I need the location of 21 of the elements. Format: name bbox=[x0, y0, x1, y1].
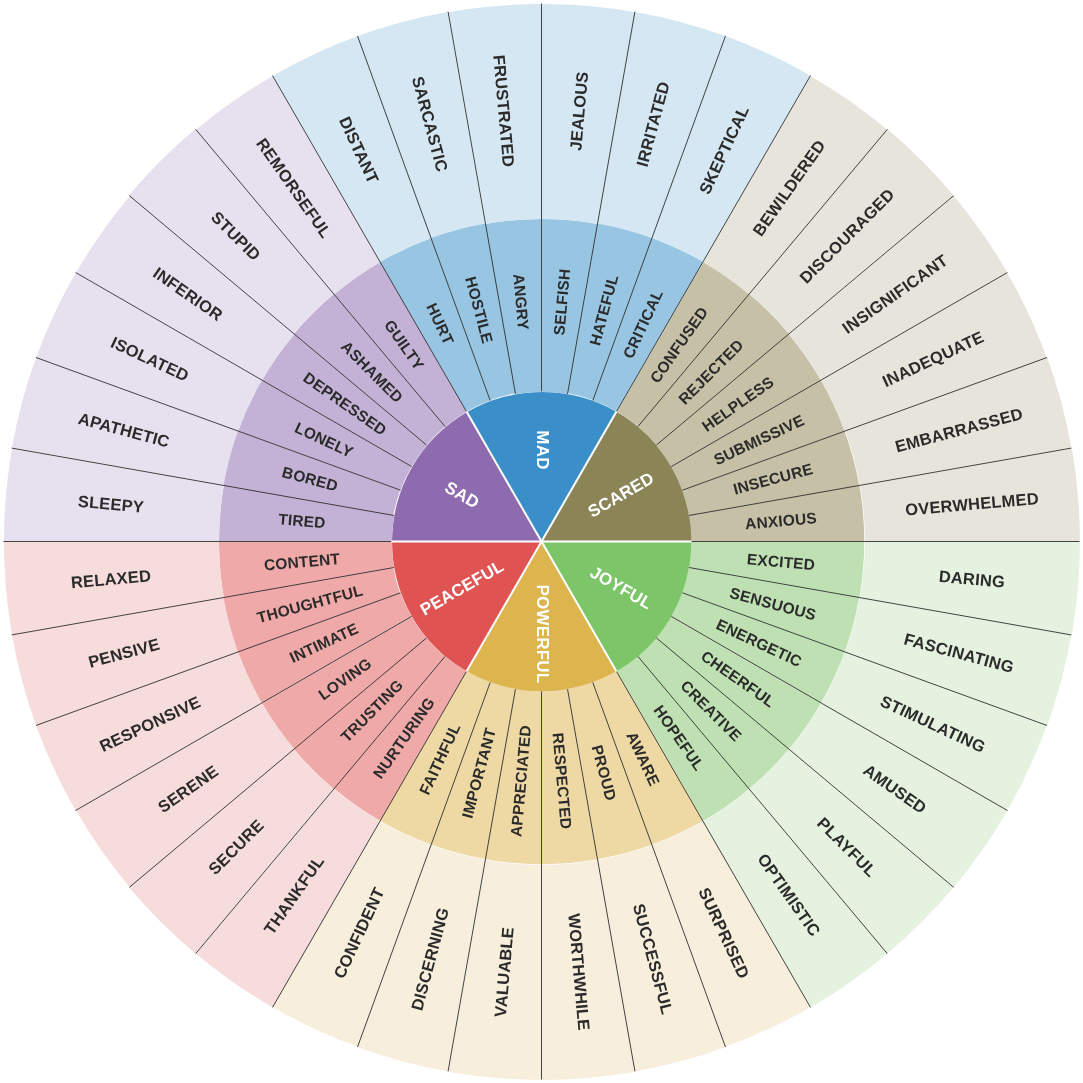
emotion-label: POWERFUL bbox=[533, 584, 550, 683]
emotion-label: JEALOUS bbox=[567, 70, 591, 152]
emotion-label: VALUABLE bbox=[491, 926, 516, 1018]
emotion-label: BORED bbox=[280, 464, 340, 495]
emotion-label: CONTENT bbox=[263, 551, 342, 574]
emotion-label: ANGRY bbox=[510, 273, 531, 332]
emotion-label: EXCITED bbox=[745, 551, 816, 574]
emotion-label: FRUSTRATED bbox=[490, 54, 517, 168]
emotion-label: OVERWHELMED bbox=[904, 489, 1040, 518]
emotion-label: RESPECTED bbox=[550, 731, 575, 830]
emotion-label: ANXIOUS bbox=[744, 509, 818, 532]
emotion-label: DARING bbox=[938, 568, 1006, 591]
emotion-label: MAD bbox=[533, 429, 550, 470]
emotion-label: WORTHWHILE bbox=[565, 912, 593, 1032]
emotion-label: RELAXED bbox=[70, 567, 152, 591]
emotion-label: APPRECIATED bbox=[507, 724, 534, 838]
emotion-label: TIRED bbox=[278, 510, 327, 531]
emotion-label: SLEEPY bbox=[77, 492, 145, 515]
emotion-label: SAD bbox=[441, 479, 482, 512]
emotion-label: SELFISH bbox=[551, 268, 574, 337]
emotion-label: PROUD bbox=[588, 743, 619, 803]
